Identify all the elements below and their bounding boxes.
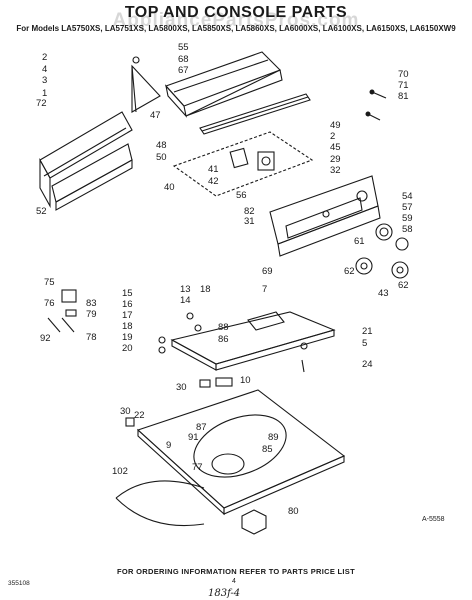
callout: 45 (330, 142, 341, 153)
ordering-note: FOR ORDERING INFORMATION REFER TO PARTS … (117, 567, 355, 576)
callout: 79 (86, 309, 97, 320)
callout: 30 (120, 406, 131, 417)
callout: 41 (208, 164, 219, 175)
callout: 32 (330, 165, 341, 176)
page-number: 4 (232, 578, 236, 585)
callout: 86 (218, 334, 229, 345)
callout: 54 (402, 191, 413, 202)
tub-cover-gasket (115, 480, 205, 527)
callout: 48 (156, 140, 167, 151)
page-title: TOP AND CONSOLE PARTS (124, 4, 348, 21)
callout: 2 (42, 52, 47, 63)
control-knobs (355, 223, 409, 279)
watermark: AppliancePartsPros.com (112, 10, 360, 31)
callout: 24 (362, 359, 373, 370)
callout: 76 (44, 298, 55, 309)
callout: 71 (398, 80, 409, 91)
callout: 18 (200, 284, 211, 295)
mounting-nut (241, 509, 267, 535)
callout: 17 (122, 310, 133, 321)
callout: 68 (178, 54, 189, 65)
console-top (165, 51, 283, 118)
callout: 89 (268, 432, 279, 443)
callout: 7 (262, 284, 267, 295)
end-cap-bracket (131, 56, 161, 113)
callout-labels: 55 68 67 2 4 3 1 72 47 70 71 81 49 2 45 … (36, 42, 413, 517)
cabinet-top (136, 389, 346, 516)
callout: 56 (236, 190, 247, 201)
callout: 43 (378, 288, 389, 299)
callout: 72 (36, 98, 47, 109)
callout: 67 (178, 65, 189, 76)
callout: 5 (362, 338, 367, 349)
callout: 9 (166, 440, 171, 451)
callout: 31 (244, 216, 255, 227)
callout: 59 (402, 213, 413, 224)
callout: 85 (262, 444, 273, 455)
callout: 62 (398, 280, 409, 291)
callout: 47 (150, 110, 161, 121)
console-front-panel (269, 175, 381, 257)
callout: 20 (122, 343, 133, 354)
callout: 88 (218, 322, 229, 333)
callout: 10 (240, 375, 251, 386)
callout: 40 (164, 182, 175, 193)
callout: 61 (354, 236, 365, 247)
timer-mount-plate (172, 131, 314, 197)
callout: 18 (122, 321, 133, 332)
callout: 14 (180, 295, 191, 306)
callout: 91 (188, 432, 199, 443)
callout: 75 (44, 277, 55, 288)
callout: 22 (134, 410, 145, 421)
callout: 42 (208, 176, 219, 187)
callout: 87 (196, 422, 207, 433)
callout: 81 (398, 91, 409, 102)
console-trim-strip (199, 93, 311, 135)
callout: 21 (362, 326, 373, 337)
figure-code: A-5558 (422, 516, 445, 523)
callout: 82 (244, 206, 255, 217)
callout: 52 (36, 206, 47, 217)
callout: 16 (122, 299, 133, 310)
callout: 80 (288, 506, 299, 517)
handwritten-note: 183f-4 (208, 588, 241, 599)
callout: 92 (40, 333, 51, 344)
callout: 30 (176, 382, 187, 393)
callout: 49 (330, 120, 341, 131)
model-list: For Models LA5750XS, LA5751XS, LA5800XS,… (16, 24, 456, 33)
callout: 19 (122, 332, 133, 343)
top-fasteners (300, 342, 308, 373)
callout: 77 (192, 462, 203, 473)
callout: 2 (330, 131, 335, 142)
callout: 55 (178, 42, 189, 53)
callout: 50 (156, 152, 167, 163)
callout: 83 (86, 298, 97, 309)
callout: 69 (262, 266, 273, 277)
callout: 4 (42, 64, 47, 75)
document-number: 355108 (8, 580, 30, 587)
callout: 78 (86, 332, 97, 343)
callout: 15 (122, 288, 133, 299)
callout: 1 (42, 88, 47, 99)
washer-top-panel (170, 311, 336, 371)
callout: 62 (344, 266, 355, 277)
callout: 102 (112, 466, 128, 477)
console-back-panel (39, 111, 133, 211)
callout: 29 (330, 154, 341, 165)
callout: 57 (402, 202, 413, 213)
callout: 58 (402, 224, 413, 235)
cabinet-clips (125, 377, 233, 427)
lid-hinge-parts (158, 312, 202, 354)
callout: 13 (180, 284, 191, 295)
callout: 70 (398, 69, 409, 80)
screw-set-right (365, 89, 387, 121)
lid-switch-parts-inset (47, 289, 77, 333)
callout: 3 (42, 75, 47, 86)
